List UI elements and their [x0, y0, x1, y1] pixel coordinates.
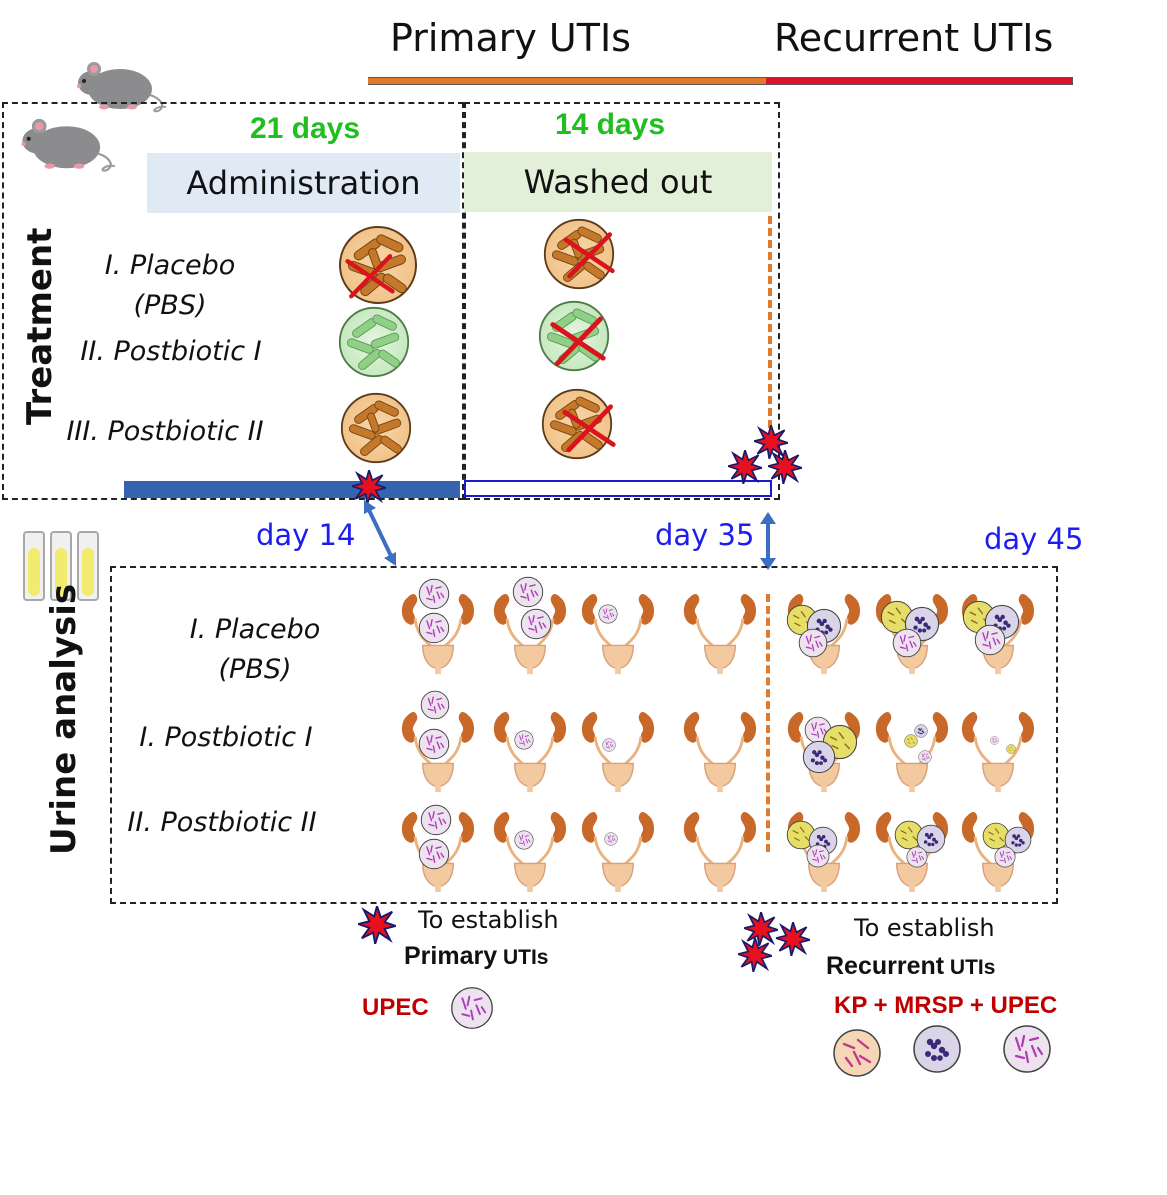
administration-panel [2, 102, 464, 500]
washout-days: 14 days [554, 108, 666, 141]
upec-icon [806, 844, 830, 868]
kidney-bladder-icon [874, 710, 950, 794]
group-name: I. Placebo [189, 614, 321, 645]
upec-icon [1002, 1024, 1052, 1074]
kidney-bladder-icon [682, 592, 758, 676]
urine-section-label: Urine analysis [44, 583, 84, 855]
primary-legend-bold: Primary [404, 942, 498, 970]
recurrent-legend-line1: To establish [854, 914, 995, 942]
upec-icon [512, 576, 544, 608]
upec-icon [418, 838, 450, 870]
treatment-group-postbiotic-2: III. Postbiotic II [66, 416, 264, 447]
recurrent-legend-line2: Recurrent UTIs [826, 952, 995, 981]
upec-icon [892, 628, 922, 658]
kp-icon [832, 1028, 882, 1078]
urine-group-postbiotic-2: II. Postbiotic II [127, 807, 317, 838]
upec-icon [418, 728, 450, 760]
urine-analysis-panel [110, 566, 1058, 904]
washout-panel [464, 102, 780, 500]
upec-icon [598, 604, 618, 624]
upec-icon [906, 846, 928, 868]
urine-group-postbiotic-1: I. Postbiotic I [139, 722, 313, 753]
upec-icon [450, 986, 494, 1030]
mrsp-icon [802, 740, 836, 774]
recurrent-timeline-bar [766, 77, 1073, 85]
recurrent-legend-bold: Recurrent [826, 952, 945, 980]
upec-icon [990, 736, 999, 745]
treatment-group-postbiotic-1: II. Postbiotic I [80, 336, 262, 367]
recurrent-utis-label: Recurrent UTIs [774, 16, 1054, 60]
group-note: (PBS) [218, 654, 292, 685]
upec-icon [418, 578, 450, 610]
kidney-bladder-icon [580, 592, 656, 676]
timepoint-day-14: day 14 [256, 518, 356, 552]
primary-timeline-bar [368, 77, 766, 85]
kidney-bladder-icon [580, 810, 656, 894]
bacteria-circle-icon [340, 392, 412, 464]
upec-icon [602, 738, 616, 752]
primary-pathogen-label: UPEC [362, 994, 429, 1021]
recurrence-divider [766, 594, 770, 852]
urine-group-placebo: I. Placebo (PBS) [170, 610, 340, 690]
administration-days: 21 days [249, 112, 361, 145]
upec-icon [514, 830, 534, 850]
burst-icon [728, 450, 762, 484]
upec-icon [604, 832, 618, 846]
burst-icon [358, 906, 396, 944]
kp-icon [1006, 744, 1016, 754]
cross-icon [548, 400, 630, 454]
recurrent-legend-utis: UTIs [944, 956, 996, 979]
administration-label: Administration [147, 153, 460, 213]
mrsp-icon [913, 1025, 961, 1073]
kidney-bladder-icon [960, 710, 1036, 794]
kidney-bladder-icon [682, 710, 758, 794]
group-name: I. Placebo [104, 250, 236, 281]
kidney-bladder-icon [682, 810, 758, 894]
kidney-bladder-icon [492, 710, 568, 794]
washout-label: Washed out [464, 152, 772, 212]
burst-icon [768, 450, 802, 484]
timepoint-day-35: day 35 [655, 518, 755, 552]
burst-icon [738, 938, 772, 972]
administration-period-bar [124, 481, 460, 498]
primary-utis-label: Primary UTIs [390, 16, 631, 60]
day-35-arrow [760, 512, 776, 570]
treatment-group-placebo: I. Placebo (PBS) [80, 246, 260, 326]
upec-icon [418, 612, 450, 644]
kp-icon [904, 734, 918, 748]
timepoint-day-45: day 45 [984, 522, 1084, 556]
group-note: (PBS) [133, 290, 207, 321]
urine-tube-icon [23, 531, 99, 601]
kidney-bladder-icon [580, 710, 656, 794]
day-14-arrow [364, 500, 396, 566]
primary-legend-utis: UTIs [497, 946, 549, 969]
upec-icon [520, 608, 552, 640]
upec-icon [974, 624, 1006, 656]
cross-icon [330, 250, 410, 300]
bacteria-circle-icon [338, 306, 410, 378]
primary-legend-line2: Primary UTIs [404, 942, 548, 971]
primary-legend-line1: To establish [418, 906, 559, 934]
upec-icon [798, 628, 828, 658]
burst-icon [352, 470, 386, 504]
recurrent-pathogens-label: KP + MRSP + UPEC [834, 992, 1058, 1019]
upec-icon [994, 846, 1016, 868]
upec-icon [514, 730, 534, 750]
cross-icon [548, 228, 630, 280]
upec-icon [420, 690, 450, 720]
washout-end-marker [768, 216, 772, 428]
upec-icon [918, 750, 932, 764]
washout-period-bar [464, 480, 772, 497]
burst-icon [776, 922, 810, 956]
upec-icon [420, 804, 452, 836]
kidney-bladder-icon [492, 810, 568, 894]
cross-icon [538, 312, 618, 368]
treatment-section-label: Treatment [20, 227, 60, 425]
